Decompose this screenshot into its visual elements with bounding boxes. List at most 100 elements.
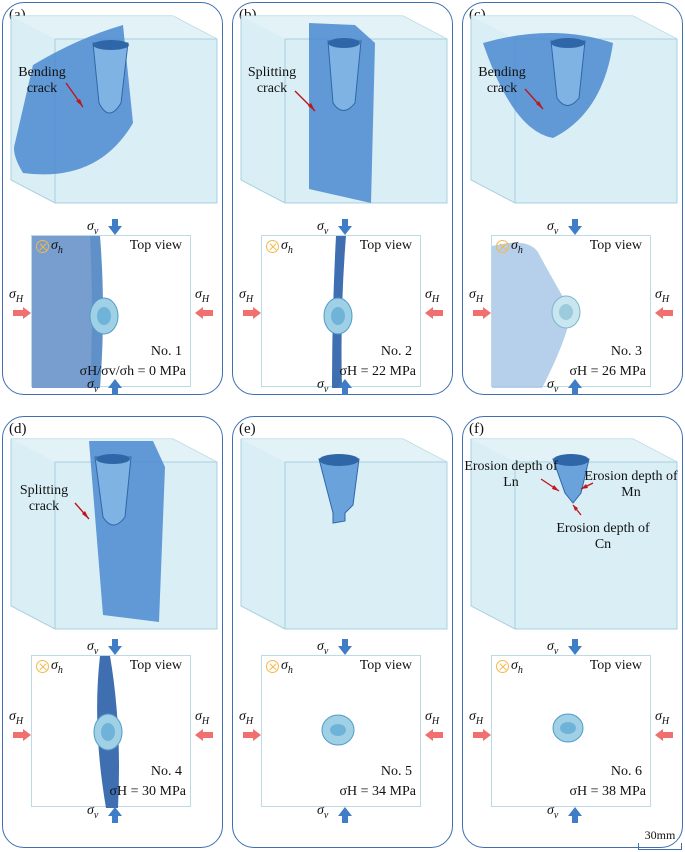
specimen-number: No. 2 (380, 344, 412, 359)
crack-annotation: Splitting crack (19, 483, 69, 514)
top-view-specimen (321, 714, 355, 746)
sigma-v-bottom: σv (547, 803, 559, 821)
arrow-up-icon (568, 379, 582, 395)
cube-3d-view (240, 15, 448, 204)
sigma-v-bottom: σv (87, 377, 99, 395)
sigma-v-top: σv (317, 219, 329, 237)
out-of-plane-icon (36, 660, 49, 674)
arrow-down-icon (338, 219, 352, 235)
arrow-right-icon (243, 307, 261, 319)
crack-annotation: Bending crack (478, 65, 526, 96)
arrow-up-icon (568, 807, 582, 823)
arrow-left-icon (425, 729, 443, 741)
arrow-left-icon (655, 729, 673, 741)
panel-b: (b) Splitting crack σv σh Top view No. 2… (232, 2, 453, 395)
sigma-v-bottom: σv (87, 803, 99, 821)
arrow-right-icon (473, 307, 491, 319)
sigma-h-marker: σh (266, 658, 293, 676)
panel-e: (e) σv σh Top view No. 5 σH = 34 MPa σH … (232, 416, 453, 848)
sigma-H-left: σH (239, 287, 254, 305)
sigma-v-top: σv (87, 219, 99, 237)
arrow-right-icon (13, 307, 31, 319)
panel-c: (c) Bending crack σv σh Top view No. 3 σ… (462, 2, 683, 395)
sigma-v-top: σv (547, 639, 559, 657)
top-view-title: Top view (359, 238, 412, 253)
out-of-plane-icon (496, 240, 509, 254)
top-view-specimen (492, 242, 581, 388)
panel-f: (f) Erosion depth of Ln Erosion depth of… (462, 416, 683, 848)
specimen-number: No. 1 (150, 344, 182, 359)
sigma-H-right: σH (195, 287, 210, 305)
specimen-number: No. 4 (150, 764, 182, 779)
sigma-v-top: σv (317, 639, 329, 657)
scale-bar: 30mm (638, 828, 682, 850)
arrow-left-icon (425, 307, 443, 319)
panel-label: (f) (469, 421, 484, 437)
sigma-h-marker: σh (496, 238, 523, 256)
sigma-v-top: σv (547, 219, 559, 237)
top-view-specimen (93, 656, 123, 808)
sigma-H-right: σH (655, 709, 670, 727)
arrow-down-icon (338, 639, 352, 655)
arrow-up-icon (108, 379, 122, 395)
arrow-left-icon (195, 307, 213, 319)
top-view-box: σh Top view No. 1 σH/σv/σh = 0 MPa (31, 235, 191, 388)
sigma-H-right: σH (655, 287, 670, 305)
stress-condition: σH = 22 MPa (339, 364, 416, 379)
cube-3d-view (470, 438, 678, 630)
stress-condition: σH = 34 MPa (339, 784, 416, 799)
erosion-label-cn: Erosion depth of Cn (556, 521, 650, 552)
top-view-specimen (32, 236, 119, 388)
panel-a: (a) Bending crack σv σh Top view No. 1 σ… (2, 2, 223, 395)
sigma-h-marker: σh (36, 238, 63, 256)
crack-annotation: Bending crack (18, 65, 66, 96)
specimen-number: No. 6 (610, 764, 642, 779)
top-view-title: Top view (129, 658, 182, 673)
cube-3d-view (10, 15, 218, 204)
arrow-down-icon (568, 639, 582, 655)
stress-condition: σH/σv/σh = 0 MPa (79, 364, 186, 379)
erosion-label-ln: Erosion depth of Ln (464, 459, 558, 490)
arrow-up-icon (338, 379, 352, 395)
sigma-H-left: σH (9, 287, 24, 305)
out-of-plane-icon (266, 240, 279, 254)
sigma-H-left: σH (9, 709, 24, 727)
erosion-cavity (318, 458, 360, 524)
sigma-H-left: σH (469, 287, 484, 305)
arrow-left-icon (195, 729, 213, 741)
panel-label: (e) (239, 421, 256, 437)
sigma-v-bottom: σv (317, 803, 329, 821)
arrow-up-icon (338, 807, 352, 823)
panel-label: (d) (9, 421, 27, 437)
sigma-H-left: σH (469, 709, 484, 727)
stress-condition: σH = 30 MPa (109, 784, 186, 799)
out-of-plane-icon (266, 660, 279, 674)
cube-3d-view (240, 438, 448, 630)
cube-3d-view (470, 15, 678, 204)
sigma-v-bottom: σv (547, 377, 559, 395)
arrow-down-icon (108, 639, 122, 655)
out-of-plane-icon (496, 660, 509, 674)
sigma-H-right: σH (425, 287, 440, 305)
arrow-down-icon (108, 219, 122, 235)
arrow-down-icon (568, 219, 582, 235)
sigma-v-bottom: σv (317, 377, 329, 395)
sigma-h-marker: σh (266, 238, 293, 256)
arrow-right-icon (473, 729, 491, 741)
top-view-specimen (552, 713, 584, 743)
specimen-number: No. 5 (380, 764, 412, 779)
sigma-h-marker: σh (36, 658, 63, 676)
erosion-label-mn: Erosion depth of Mn (584, 469, 678, 500)
top-view-title: Top view (129, 238, 182, 253)
arrow-left-icon (655, 307, 673, 319)
top-view-box: σh Top view No. 5 σH = 34 MPa (261, 655, 421, 807)
cube-3d-view (10, 438, 218, 630)
arrow-right-icon (13, 729, 31, 741)
crack-annotation: Splitting crack (247, 65, 297, 96)
top-view-title: Top view (589, 238, 642, 253)
stress-condition: σH = 26 MPa (569, 364, 646, 379)
top-view-box: σh Top view No. 4 σH = 30 MPa (31, 655, 191, 808)
arrow-up-icon (108, 807, 122, 823)
top-view-box: σh Top view No. 3 σH = 26 MPa (491, 235, 651, 388)
sigma-H-left: σH (239, 709, 254, 727)
